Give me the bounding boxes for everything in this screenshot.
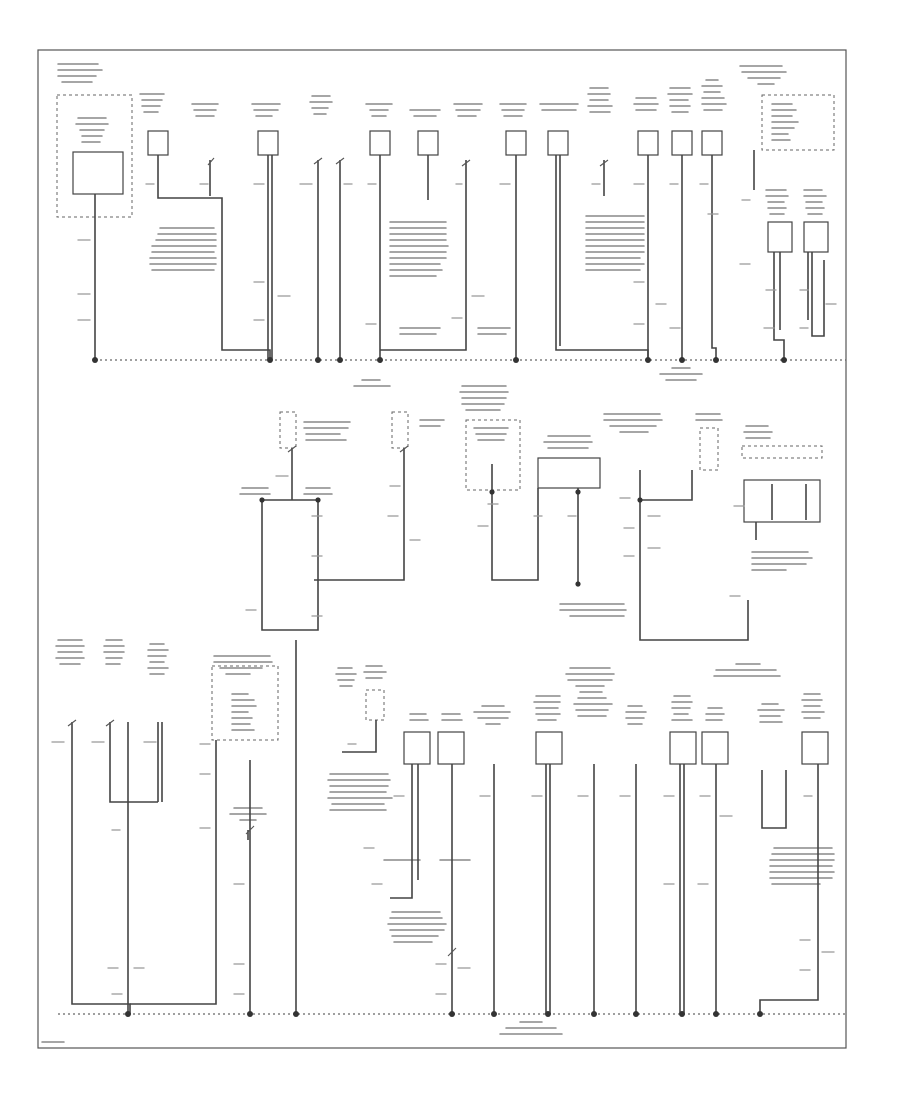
module-enclosure [741, 445, 823, 459]
connector-pin [505, 130, 527, 156]
switch-enclosure [279, 411, 297, 449]
bottom-wires [67, 640, 819, 1014]
connector-pin [801, 731, 829, 765]
middle-wires [261, 445, 807, 641]
switch-enclosure [699, 427, 719, 471]
connector-pin [803, 221, 829, 253]
bottom-label-group [41, 639, 835, 1043]
connector-pin [417, 130, 439, 156]
connector-pin [701, 731, 729, 765]
module-enclosure [211, 665, 279, 741]
middle-label-group [239, 385, 813, 677]
switch-enclosure [365, 689, 385, 721]
middle-section [239, 385, 823, 677]
module-enclosure [761, 94, 835, 151]
connector-pin [403, 731, 431, 765]
module-box [72, 151, 124, 195]
bottom-splice-dots [125, 1011, 763, 1017]
connector-pin [535, 731, 563, 765]
bottom-connector-pins [403, 731, 829, 765]
connector-pin [767, 221, 793, 253]
diagram-frame [37, 49, 847, 1049]
top-wires [94, 150, 825, 360]
top-splice-dots [92, 357, 787, 363]
middle-nodes [259, 489, 643, 587]
connector-pin [547, 130, 569, 156]
module-box [537, 457, 601, 489]
connector-pin [701, 130, 723, 156]
connector-pin [671, 130, 693, 156]
connector-pin [637, 130, 659, 156]
bottom-section [41, 639, 846, 1043]
switch-enclosure [391, 411, 409, 449]
connector-pin [369, 130, 391, 156]
connector-pin [669, 731, 697, 765]
module-box [743, 479, 821, 523]
connector-pin [147, 130, 169, 156]
top-label-group [57, 63, 827, 387]
wire-tick-labels [51, 183, 837, 995]
top-section [56, 63, 846, 387]
top-connector-pins [147, 130, 829, 253]
connector-pin [437, 731, 465, 765]
module-enclosure [465, 419, 521, 491]
connector-pin [257, 130, 279, 156]
